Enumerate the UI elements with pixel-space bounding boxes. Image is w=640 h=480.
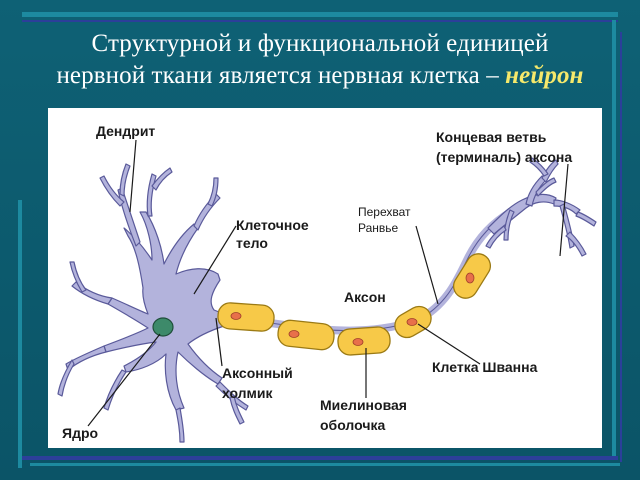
top-decor-bar-thin bbox=[22, 20, 618, 22]
label-ranvier-2: Ранвье bbox=[358, 221, 399, 235]
neuron-diagram: Дендрит Клеточное тело Концевая ветвь (т… bbox=[57, 123, 597, 443]
terminal-branch bbox=[565, 231, 587, 257]
terminal-branch bbox=[575, 211, 597, 227]
dendrite-branch bbox=[103, 369, 127, 411]
label-terminal-2: (терминаль) аксона bbox=[436, 149, 572, 165]
schwann-cell bbox=[277, 319, 335, 351]
dendrite-branch bbox=[99, 175, 125, 207]
dendrite-branch bbox=[193, 193, 221, 231]
neuron-diagram-panel: Дендрит Клеточное тело Концевая ветвь (т… bbox=[48, 108, 602, 448]
label-cell-body-2: тело bbox=[236, 235, 268, 251]
slide-title-line-2: нервной ткани является нервная клетка – … bbox=[0, 62, 640, 90]
title-text: нервной ткани является нервная клетка – bbox=[56, 62, 506, 89]
schwann-nucleus bbox=[465, 272, 475, 284]
label-myelin-1: Миелиновая bbox=[320, 397, 407, 413]
schwann-nucleus bbox=[352, 338, 364, 346]
right-decor-bar-thin bbox=[620, 32, 622, 462]
pointer-lines bbox=[87, 139, 569, 427]
dendrite-branch bbox=[151, 167, 173, 191]
label-schwann: Клетка Шванна bbox=[432, 359, 538, 375]
pointer-dendrite bbox=[129, 139, 137, 213]
slide-title-line-1: Структурной и функциональной единицей bbox=[91, 30, 549, 57]
label-terminal-1: Концевая ветвь bbox=[436, 129, 547, 145]
schwann-nucleus bbox=[288, 330, 300, 338]
myelin-sheath bbox=[217, 253, 492, 356]
dendrites bbox=[57, 163, 249, 443]
top-decor-bar bbox=[22, 12, 618, 17]
left-decor-bar bbox=[18, 200, 22, 468]
schwann-nuclei bbox=[230, 272, 475, 346]
axon-terminal bbox=[485, 157, 597, 257]
dendrite-branch bbox=[229, 395, 245, 425]
bottom-decor-bar bbox=[22, 456, 618, 460]
dendrite-branch bbox=[65, 345, 107, 371]
dendrite-branch bbox=[69, 261, 87, 293]
schwann-nucleus bbox=[406, 318, 418, 326]
cell-body bbox=[103, 211, 225, 411]
label-hillock-2: холмик bbox=[222, 385, 273, 401]
terminal-branch bbox=[485, 225, 507, 249]
dendrite-branch bbox=[175, 407, 185, 443]
schwann-nucleus bbox=[230, 312, 242, 320]
schwann-cell bbox=[337, 326, 391, 356]
schwann-cell bbox=[217, 302, 275, 332]
dendrite-branch bbox=[57, 359, 75, 397]
pointer-schwann bbox=[417, 323, 481, 365]
dendrite-branch bbox=[119, 163, 131, 197]
terminal-branch bbox=[535, 177, 557, 197]
terminal-branch bbox=[503, 209, 515, 241]
terminal-branch bbox=[553, 199, 581, 215]
pointer-cell-body bbox=[193, 225, 237, 295]
terminal-trunk bbox=[487, 193, 557, 235]
terminal-branch bbox=[529, 157, 549, 177]
title-accent-word: нейрон bbox=[505, 62, 584, 89]
label-axon: Аксон bbox=[344, 289, 386, 305]
label-ranvier-1: Перехват bbox=[358, 205, 411, 219]
pointer-nucleus bbox=[87, 333, 161, 427]
pointer-hillock bbox=[215, 317, 223, 367]
dendrite-branch bbox=[146, 173, 157, 217]
label-nucleus: Ядро bbox=[62, 425, 98, 441]
pointer-terminal bbox=[559, 163, 569, 257]
label-cell-body-1: Клеточное bbox=[236, 217, 309, 233]
cell-nucleus bbox=[152, 317, 174, 337]
label-myelin-2: оболочка bbox=[320, 417, 385, 433]
bottom-decor-bar-2 bbox=[30, 463, 620, 466]
right-decor-bar bbox=[612, 20, 616, 460]
dendrite-branch bbox=[215, 381, 249, 411]
label-hillock-1: Аксонный bbox=[222, 365, 293, 381]
dendrite-branch bbox=[207, 177, 219, 207]
pointer-ranvier bbox=[415, 225, 439, 305]
label-dendrite: Дендрит bbox=[96, 123, 155, 139]
